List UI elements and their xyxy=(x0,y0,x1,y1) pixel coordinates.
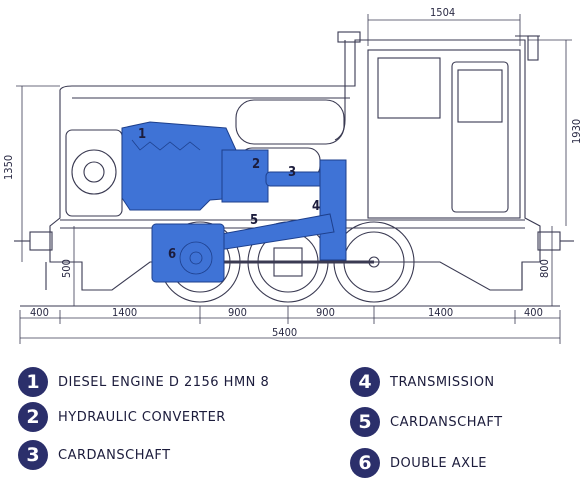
fuel-tank xyxy=(235,99,345,145)
legend-badge-6: 6 xyxy=(350,448,380,478)
dim-left-height: 1350 xyxy=(2,155,15,180)
legend-item-3: 3 CARDANSCHAFT xyxy=(18,440,171,470)
fan xyxy=(71,149,117,195)
buffer-left xyxy=(29,231,53,251)
legend-label-6: DOUBLE AXLE xyxy=(390,455,488,471)
callout-4: 4 xyxy=(312,199,320,214)
legend-badge-2: 2 xyxy=(18,402,48,432)
legend-label-5: CARDANSCHAFT xyxy=(390,414,503,430)
dim-seg-4: 900 xyxy=(316,306,335,319)
legend-label-4: TRANSMISSION xyxy=(390,374,495,390)
dim-seg-5: 1400 xyxy=(428,306,453,319)
legend-label-1: DIESEL ENGINE D 2156 HMN 8 xyxy=(58,374,270,390)
legend-item-6: 6 DOUBLE AXLE xyxy=(350,448,487,478)
locomotive-drawing: 1 2 3 4 5 6 1504 1350 500 1 xyxy=(2,6,583,344)
horn xyxy=(527,35,539,61)
legend-label-3: CARDANSCHAFT xyxy=(58,447,171,463)
dim-right-height: 1930 xyxy=(570,119,583,144)
engine-manifold xyxy=(131,139,201,151)
legend: 1 DIESEL ENGINE D 2156 HMN 8 2 HYDRAULIC… xyxy=(0,360,588,484)
cab-body xyxy=(367,49,521,219)
legend-badge-4: 4 xyxy=(350,367,380,397)
callout-2: 2 xyxy=(252,157,260,172)
legend-badge-1: 1 xyxy=(18,367,48,397)
double-axle xyxy=(151,223,225,283)
dim-seg-2: 1400 xyxy=(112,306,137,319)
buffer-right xyxy=(537,231,561,251)
dim-seg-3: 900 xyxy=(228,306,247,319)
dim-seg-6: 400 xyxy=(524,306,543,319)
dim-total: 5400 xyxy=(272,326,297,339)
frame-outline xyxy=(49,39,541,291)
transmission xyxy=(319,159,347,261)
legend-item-1: 1 DIESEL ENGINE D 2156 HMN 8 xyxy=(18,367,269,397)
cab-door xyxy=(451,61,509,213)
exhaust-cap xyxy=(337,31,361,43)
dim-top-width: 1504 xyxy=(430,6,455,19)
callout-5: 5 xyxy=(250,213,258,228)
callout-3: 3 xyxy=(288,165,296,180)
cab-door-window xyxy=(457,69,503,123)
callout-6: 6 xyxy=(168,247,176,262)
legend-item-5: 5 CARDANSCHAFT xyxy=(350,407,503,437)
dim-seg-1: 400 xyxy=(30,306,49,319)
dim-wheel-left: 500 xyxy=(60,259,73,278)
axle-gear-hub xyxy=(189,251,203,265)
radiator xyxy=(65,129,123,217)
callout-1: 1 xyxy=(138,127,146,142)
axle-gear xyxy=(179,241,213,275)
legend-badge-3: 3 xyxy=(18,440,48,470)
legend-item-2: 2 HYDRAULIC CONVERTER xyxy=(18,402,226,432)
legend-badge-5: 5 xyxy=(350,407,380,437)
fan-hub xyxy=(83,161,105,183)
hydraulic-converter xyxy=(221,149,269,203)
legend-label-2: HYDRAULIC CONVERTER xyxy=(58,409,226,425)
legend-item-4: 4 TRANSMISSION xyxy=(350,367,495,397)
cab-window-left xyxy=(377,57,441,119)
dim-wheel-right: 800 xyxy=(538,259,551,278)
